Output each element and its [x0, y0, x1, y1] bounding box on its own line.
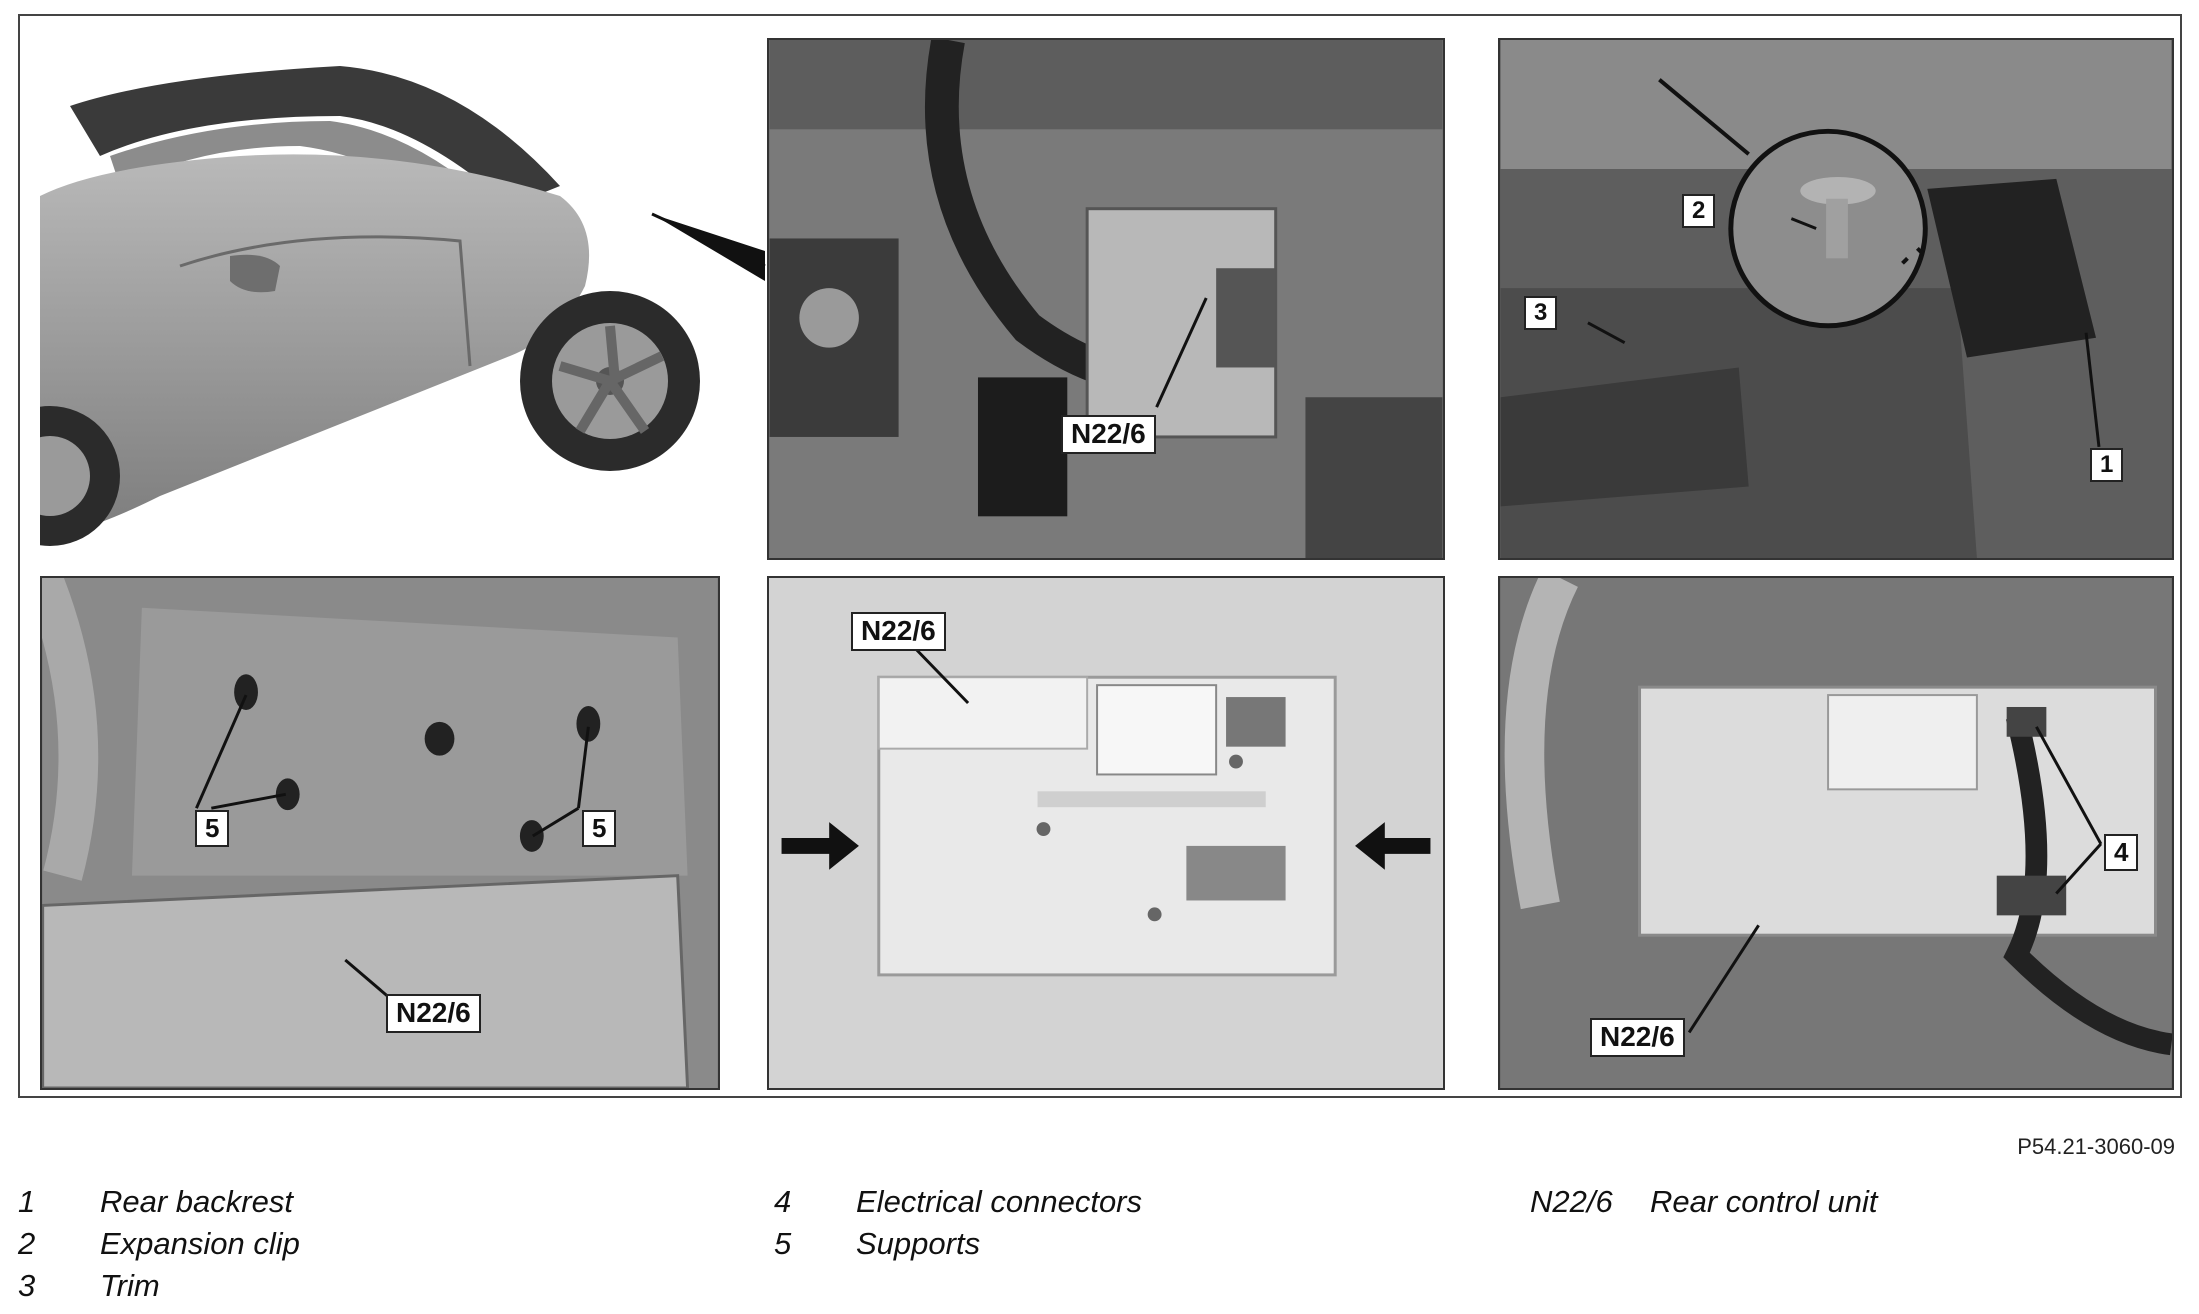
panel-supports: 5 5 N22/6	[40, 576, 720, 1090]
legend-column-3: N22/6 Rear control unit	[1530, 1184, 2170, 1226]
legend-item: 3 Trim	[18, 1268, 718, 1310]
legend-column-2: 4 Electrical connectors 5 Supports	[774, 1184, 1474, 1268]
legend-number: 2	[18, 1226, 36, 1261]
legend-text: Supports	[856, 1226, 981, 1261]
legend-text: Trim	[100, 1268, 160, 1303]
callout-1: 1	[2090, 448, 2124, 483]
legend-number: N22/6	[1530, 1184, 1613, 1219]
callout-n22-6: N22/6	[386, 994, 481, 1033]
callout-4: 4	[2104, 834, 2139, 871]
panel-electrical-connectors: 4 N22/6	[1498, 576, 2174, 1090]
panel-car-overview	[40, 36, 770, 556]
legend-column-1: 1 Rear backrest 2 Expansion clip 3 Trim	[18, 1184, 718, 1310]
legend-text: Electrical connectors	[856, 1184, 1143, 1219]
legend-item: 2 Expansion clip	[18, 1226, 718, 1268]
photo-supports	[42, 578, 718, 1088]
figure-id: P54.21-3060-09	[2017, 1134, 2175, 1159]
legend-item: 1 Rear backrest	[18, 1184, 718, 1226]
callout-5-left: 5	[195, 810, 230, 847]
legend-text: Rear backrest	[100, 1184, 293, 1219]
photo-vehicle-interior	[769, 40, 1443, 558]
panel-trim-clip: 2 3 1	[1498, 38, 2174, 560]
photo-trim	[1500, 40, 2172, 558]
legend-item: 5 Supports	[774, 1226, 1474, 1268]
callout-5-right: 5	[582, 810, 617, 847]
legend-number: 5	[774, 1226, 792, 1261]
callout-n22-6: N22/6	[851, 612, 946, 651]
photo-connectors	[1500, 578, 2172, 1088]
legend-item: N22/6 Rear control unit	[1530, 1184, 2170, 1226]
legend-number: 3	[18, 1268, 36, 1303]
car-illustration	[40, 66, 766, 546]
callout-n22-6: N22/6	[1061, 415, 1156, 454]
callout-n22-6: N22/6	[1590, 1018, 1685, 1057]
photo-control-unit	[769, 578, 1443, 1088]
legend-number: 4	[774, 1184, 792, 1219]
callout-3: 3	[1524, 296, 1558, 331]
legend-item: 4 Electrical connectors	[774, 1184, 1474, 1226]
panel-control-unit-installed: N22/6	[767, 38, 1445, 560]
legend-number: 1	[18, 1184, 36, 1219]
legend-text: Rear control unit	[1650, 1184, 1878, 1219]
callout-2: 2	[1682, 194, 1716, 229]
figure-frame: N22/6 2 3 1	[18, 14, 2182, 1098]
panel-control-unit-detail: N22/6	[767, 576, 1445, 1090]
legend-text: Expansion clip	[100, 1226, 300, 1261]
